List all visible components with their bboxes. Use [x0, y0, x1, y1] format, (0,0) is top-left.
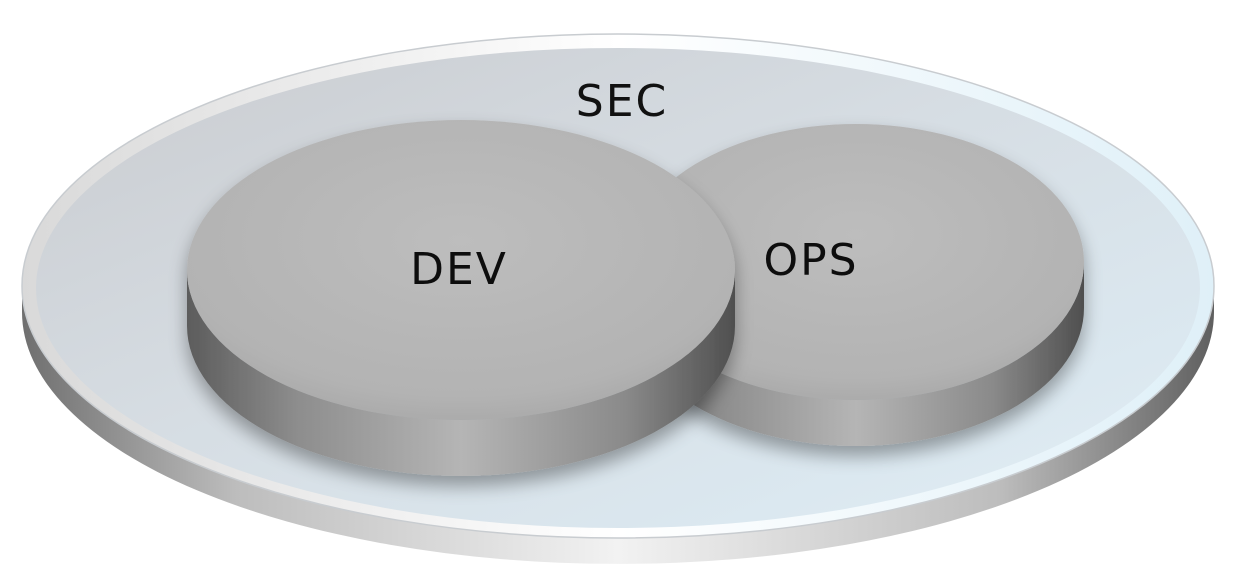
ops-disc: OPS: [628, 124, 1084, 446]
sec-label: SEC: [576, 76, 668, 127]
ops-disc-side: [628, 262, 1084, 446]
dev-disc: DEV: [187, 120, 735, 476]
dev-disc-side: [187, 270, 735, 476]
ops-label: OPS: [763, 235, 858, 286]
dev-disc-face: [187, 120, 735, 420]
dev-label: DEV: [410, 244, 508, 295]
ops-disc-face: [628, 124, 1084, 400]
